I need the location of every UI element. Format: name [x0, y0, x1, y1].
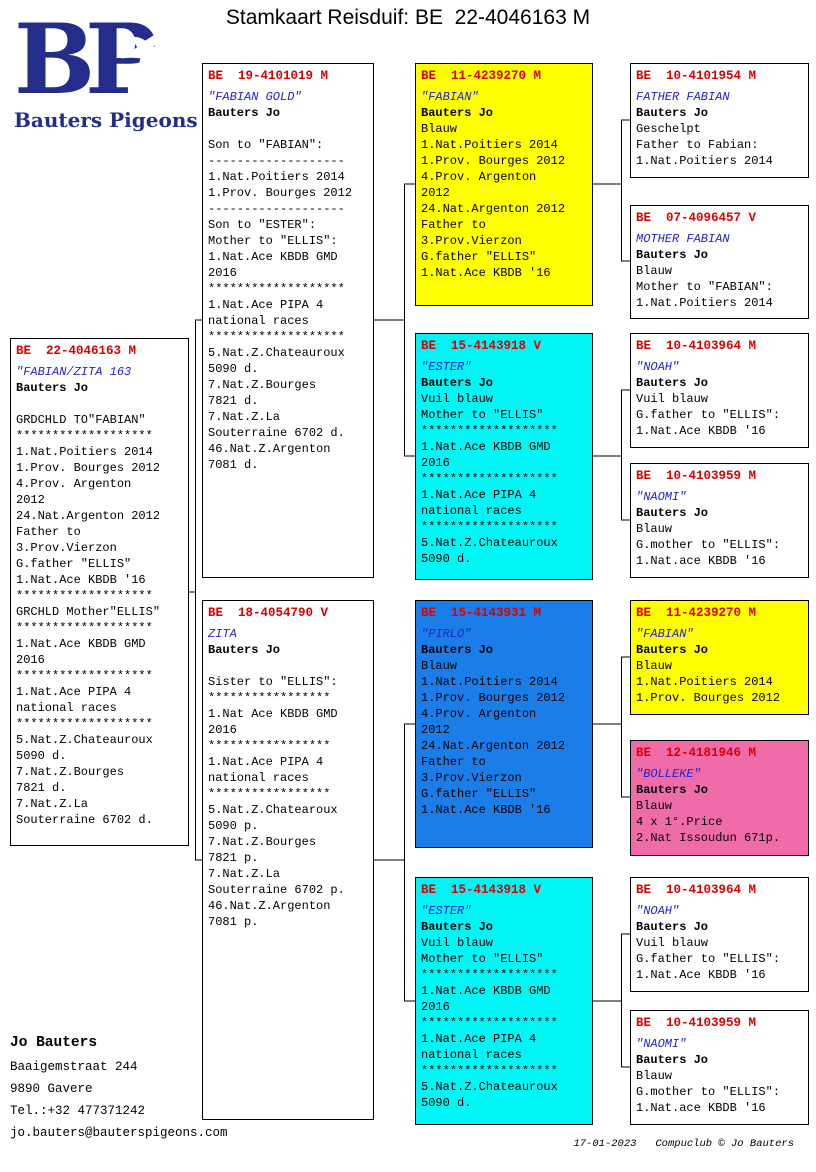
pedigree-box-greatgrandparent-7: BE 10-4103964 M "NOAH" Bauters Jo Vuil b… — [630, 877, 809, 992]
ring-number: BE 10-4101954 M — [636, 69, 757, 83]
pigeon-details: Vuil blauw Mother to "ELLIS" ***********… — [421, 936, 558, 1110]
owner-name: Bauters Jo — [421, 920, 494, 934]
owner-name: Bauters Jo — [421, 106, 494, 120]
pigeon-details: Sister to "ELLIS": ***************** 1.N… — [208, 675, 345, 929]
page-title: Stamkaart Reisduif: BE 22-4046163 M — [225, 6, 591, 29]
pigeon-details: Blauw 1.Nat.Poitiers 2014 1.Prov. Bourge… — [421, 659, 566, 817]
pigeon-details: Blauw Mother to "FABIAN": 1.Nat.Poitiers… — [636, 264, 773, 310]
owner-name: Bauters Jo — [636, 376, 709, 390]
bauters-pigeons-logo: BP Bauters Pigeons — [14, 3, 204, 139]
contact-address-line1: Baaigemstraat 244 — [10, 1060, 138, 1074]
ring-number: BE 12-4181946 M — [636, 746, 757, 760]
contact-email: jo.bauters@bauterspigeons.com — [10, 1126, 228, 1140]
footer-software: Compuclub © Jo Bauters — [655, 1138, 794, 1150]
pedigree-box-sire: BE 19-4101019 M "FABIAN GOLD" Bauters Jo… — [202, 63, 374, 578]
pedigree-box-greatgrandparent-5: BE 11-4239270 M "FABIAN" Bauters Jo Blau… — [630, 600, 809, 715]
pedigree-box-granddam-maternal: BE 15-4143918 V "ESTER" Bauters Jo Vuil … — [415, 877, 593, 1125]
pigeon-name: "FABIAN" — [636, 627, 694, 641]
owner-name: Bauters Jo — [208, 643, 281, 657]
owner-name: Bauters Jo — [636, 783, 709, 797]
pigeon-name: "NOAH" — [636, 904, 680, 918]
pedigree-box-grandsire-paternal: BE 11-4239270 M "FABIAN" Bauters Jo Blau… — [415, 63, 593, 306]
footer-credit: 17-01-2023 Compuclub © Jo Bauters — [573, 1138, 794, 1150]
ring-number: BE 10-4103959 M — [636, 469, 757, 483]
pigeon-name: "NAOMI" — [636, 490, 687, 504]
ring-number: BE 15-4143918 V — [421, 883, 542, 897]
pedigree-box-greatgrandparent-2: BE 07-4096457 V MOTHER FABIAN Bauters Jo… — [630, 205, 809, 319]
pigeon-details: Vuil blauw Mother to "ELLIS" ***********… — [421, 392, 558, 566]
pigeon-name: "PIRLO" — [421, 627, 472, 641]
footer-date: 17-01-2023 — [573, 1138, 637, 1150]
owner-name: Bauters Jo — [636, 106, 709, 120]
owner-name: Bauters Jo — [208, 106, 281, 120]
ring-number: BE 18-4054790 V — [208, 606, 329, 620]
owner-name: Bauters Jo — [421, 643, 494, 657]
pedigree-box-greatgrandparent-4: BE 10-4103959 M "NAOMI" Bauters Jo Blauw… — [630, 463, 809, 578]
pigeon-name: "FABIAN" — [421, 90, 479, 104]
contact-block: Jo Bauters Baaigemstraat 244 9890 Gavere… — [10, 1030, 145, 1122]
pigeon-details: Blauw 1.Nat.Poitiers 2014 1.Prov. Bourge… — [636, 659, 781, 705]
pigeon-name: "BOLLEKE" — [636, 767, 701, 781]
owner-name: Bauters Jo — [636, 248, 709, 262]
contact-phone: Tel.:+32 477371242 — [10, 1104, 146, 1118]
ring-number: BE 07-4096457 V — [636, 211, 757, 225]
owner-name: Bauters Jo — [16, 381, 89, 395]
contact-address-line2: 9890 Gavere — [10, 1082, 93, 1096]
owner-name: Bauters Jo — [636, 920, 709, 934]
pedigree-box-subject: BE 22-4046163 M "FABIAN/ZITA 163 Bauters… — [10, 338, 189, 846]
ring-number: BE 10-4103959 M — [636, 1016, 757, 1030]
pigeon-details: Son to "FABIAN": ------------------- 1.N… — [208, 138, 353, 472]
pigeon-details: Vuil blauw G.father to "ELLIS": 1.Nat.Ac… — [636, 392, 781, 438]
contact-name: Jo Bauters — [10, 1035, 98, 1051]
ring-number: BE 15-4143931 M — [421, 606, 542, 620]
pedigree-box-dam: BE 18-4054790 V ZITA Bauters Jo Sister t… — [202, 600, 374, 1120]
pedigree-box-greatgrandparent-3: BE 10-4103964 M "NOAH" Bauters Jo Vuil b… — [630, 333, 809, 448]
pedigree-box-greatgrandparent-8: BE 10-4103959 M "NAOMI" Bauters Jo Blauw… — [630, 1010, 809, 1125]
pigeon-details: Blauw G.mother to "ELLIS": 1.Nat.ace KBD… — [636, 522, 781, 568]
pigeon-name: "NOAH" — [636, 360, 680, 374]
ring-number: BE 15-4143918 V — [421, 339, 542, 353]
pigeon-details: Vuil blauw G.father to "ELLIS": 1.Nat.Ac… — [636, 936, 781, 982]
ring-number: BE 22-4046163 M — [16, 344, 137, 358]
ring-number: BE 11-4239270 M — [421, 69, 542, 83]
owner-name: Bauters Jo — [421, 376, 494, 390]
pigeon-details: Geschelpt Father to Fabian: 1.Nat.Poitie… — [636, 122, 773, 168]
pigeon-details: GRDCHLD TO"FABIAN" ******************* 1… — [16, 413, 161, 827]
pigeon-name: "FABIAN/ZITA 163 — [16, 365, 132, 379]
ring-number: BE 10-4103964 M — [636, 339, 757, 353]
ring-number: BE 10-4103964 M — [636, 883, 757, 897]
logo-name: Bauters Pigeons — [14, 108, 198, 132]
pedigree-box-greatgrandparent-6: BE 12-4181946 M "BOLLEKE" Bauters Jo Bla… — [630, 740, 809, 856]
owner-name: Bauters Jo — [636, 1053, 709, 1067]
pigeon-details: Blauw 4 x 1°.Price 2.Nat Issoudun 671p. — [636, 799, 781, 845]
pedigree-box-granddam-paternal: BE 15-4143918 V "ESTER" Bauters Jo Vuil … — [415, 333, 593, 580]
owner-name: Bauters Jo — [636, 506, 709, 520]
pedigree-box-greatgrandparent-1: BE 10-4101954 M FATHER FABIAN Bauters Jo… — [630, 63, 809, 178]
logo-initials: BP — [14, 3, 157, 116]
pedigree-box-grandsire-maternal: BE 15-4143931 M "PIRLO" Bauters Jo Blauw… — [415, 600, 593, 848]
pigeon-details: Blauw 1.Nat.Poitiers 2014 1.Prov. Bourge… — [421, 122, 566, 280]
pigeon-name: "NAOMI" — [636, 1037, 687, 1051]
pigeon-name: "ESTER" — [421, 904, 472, 918]
ring-number: BE 11-4239270 M — [636, 606, 757, 620]
pigeon-details: Blauw G.mother to "ELLIS": 1.Nat.ace KBD… — [636, 1069, 781, 1115]
pigeon-name: ZITA — [208, 627, 237, 641]
pigeon-name: "FABIAN GOLD" — [208, 90, 302, 104]
pigeon-name: MOTHER FABIAN — [636, 232, 730, 246]
pigeon-icon — [120, 29, 164, 75]
owner-name: Bauters Jo — [636, 643, 709, 657]
pigeon-name: FATHER FABIAN — [636, 90, 730, 104]
ring-number: BE 19-4101019 M — [208, 69, 329, 83]
pigeon-name: "ESTER" — [421, 360, 472, 374]
